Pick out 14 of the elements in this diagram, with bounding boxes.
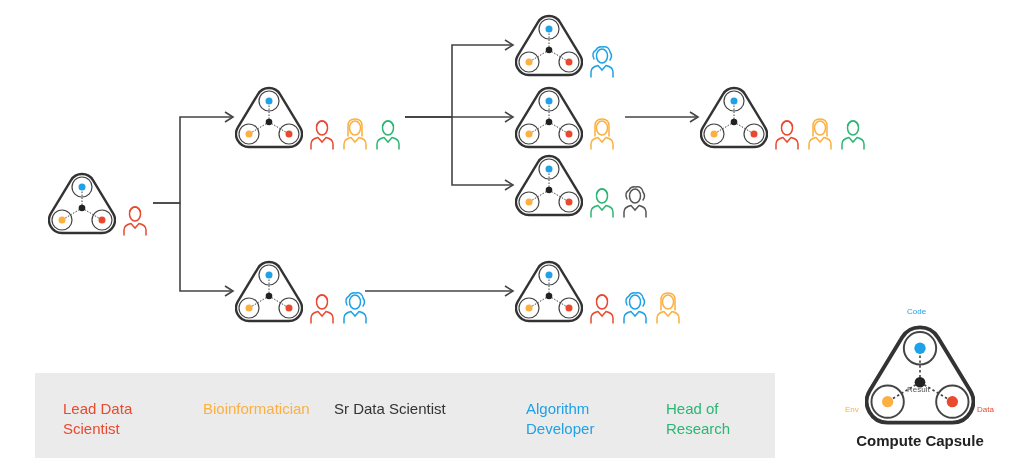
arrow [364,285,514,297]
capsule-caption: Compute Capsule [855,431,985,451]
capsule-label: Env [845,406,859,414]
arrow [404,116,514,191]
role-name: Lead Data Scientist [63,399,134,439]
arrow [624,111,699,123]
role-name: Head of Research [666,399,732,439]
capsule-label: Result [907,386,930,394]
role-name: Bioinformatician [203,399,311,419]
role-name: Sr Data Scientist [334,399,447,419]
role-name: Algorithm Developer [526,399,596,439]
arrow [152,202,234,297]
capsule-label: Code [907,308,927,316]
capsule-label: Data [977,406,994,414]
